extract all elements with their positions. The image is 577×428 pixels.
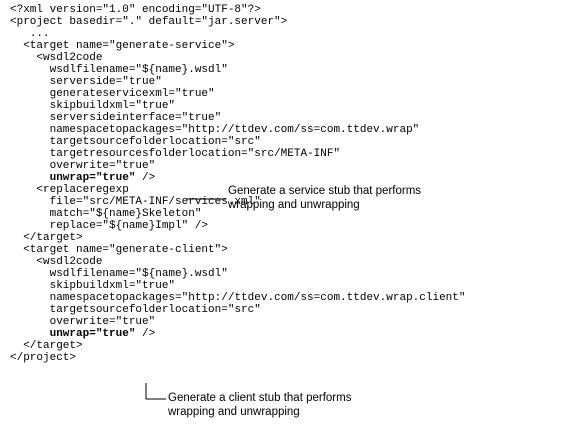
code-indent: [10, 340, 23, 352]
code-text: </target>: [23, 232, 83, 244]
code-line: <wsdl2code: [10, 52, 465, 64]
code-listing: <?xml version="1.0" encoding="UTF-8"?><p…: [10, 4, 465, 364]
code-indent: [10, 256, 36, 268]
code-indent: [10, 148, 50, 160]
code-indent: [10, 64, 50, 76]
code-text: serverside="true": [49, 76, 162, 88]
code-text: <wsdl2code: [36, 256, 103, 268]
code-indent: [10, 292, 50, 304]
code-indent: [10, 28, 30, 40]
code-indent: [10, 184, 36, 196]
code-line: unwrap="true" />: [10, 328, 465, 340]
code-text: namespacetopackages="http://ttdev.com/ss…: [49, 292, 466, 304]
code-text: targetsourcefolderlocation="src": [49, 304, 261, 316]
client-stub-callout: Generate a client stub that performs wra…: [168, 391, 351, 419]
code-text: targetresourcesfolderlocation="src/META-…: [49, 148, 341, 160]
code-indent: [10, 304, 50, 316]
code-line: namespacetopackages="http://ttdev.com/ss…: [10, 124, 465, 136]
code-line: serverside="true": [10, 76, 465, 88]
code-indent: [10, 88, 50, 100]
code-indent: [10, 232, 23, 244]
service-callout-line-1: Generate a service stub that performs: [228, 185, 422, 197]
code-text: <replaceregexp: [36, 184, 129, 196]
code-line: targetsourcefolderlocation="src": [10, 136, 465, 148]
code-text: targetsourcefolderlocation="src": [49, 136, 261, 148]
code-text: wsdlfilename="${name}.wsdl": [49, 268, 228, 280]
code-indent: [10, 172, 50, 184]
code-text: />: [135, 328, 156, 340]
code-indent: [10, 316, 50, 328]
code-line: namespacetopackages="http://ttdev.com/ss…: [10, 292, 466, 304]
code-line: </target>: [10, 232, 465, 244]
code-bold-attribute: unwrap="true": [49, 172, 136, 184]
code-line: replace="${name}Impl" />: [10, 220, 465, 232]
code-indent: [10, 196, 50, 208]
code-indent: [10, 268, 50, 280]
code-text: </project>: [10, 352, 77, 364]
code-line: <target name="generate-service">: [10, 40, 465, 52]
code-line: <target name="generate-client">: [10, 244, 465, 256]
code-text: <target name="generate-client">: [23, 244, 228, 256]
code-indent: [10, 220, 50, 232]
code-text: overwrite="true": [49, 160, 156, 172]
code-indent: [10, 244, 23, 256]
code-text: skipbuildxml="true": [49, 280, 176, 292]
code-line: overwrite="true": [10, 316, 465, 328]
code-text: <?xml version="1.0" encoding="UTF-8"?>: [10, 4, 261, 16]
code-text: namespacetopackages="http://ttdev.com/ss…: [49, 124, 420, 136]
code-line: generateservicexml="true": [10, 88, 465, 100]
code-line: <wsdl2code: [10, 256, 465, 268]
code-text: replace="${name}Impl" />: [49, 220, 209, 232]
code-line: wsdlfilename="${name}.wsdl": [10, 268, 465, 280]
code-line: serversideinterface="true": [10, 112, 465, 124]
code-line: skipbuildxml="true": [10, 280, 465, 292]
code-line: targetresourcesfolderlocation="src/META-…: [10, 148, 465, 160]
code-indent: [10, 280, 50, 292]
code-text: <wsdl2code: [36, 52, 103, 64]
code-line: <project basedir="." default="jar.server…: [10, 16, 465, 28]
code-text: overwrite="true": [49, 316, 156, 328]
service-callout-line-2: wrapping and unwrapping: [228, 199, 360, 211]
code-text: <target name="generate-service">: [23, 40, 235, 52]
code-line: match="${name}Skeleton": [10, 208, 465, 220]
code-text: </target>: [23, 340, 83, 352]
code-indent: [10, 136, 50, 148]
client-callout-line-1: Generate a client stub that performs: [168, 392, 352, 404]
code-line: </target>: [10, 340, 465, 352]
code-line: targetsourcefolderlocation="src": [10, 304, 465, 316]
code-line: </project>: [10, 352, 465, 364]
code-indent: [10, 112, 50, 124]
code-bold-attribute: unwrap="true": [49, 328, 136, 340]
code-indent: [10, 52, 36, 64]
code-line: ...: [10, 28, 465, 40]
code-text: />: [135, 172, 156, 184]
code-text: skipbuildxml="true": [49, 100, 176, 112]
code-line: <replaceregexp: [10, 184, 465, 196]
code-indent: [10, 124, 50, 136]
code-indent: [10, 76, 50, 88]
code-text: match="${name}Skeleton": [49, 208, 202, 220]
code-text: serversideinterface="true": [49, 112, 222, 124]
code-line: overwrite="true": [10, 160, 465, 172]
code-text: generateservicexml="true": [49, 88, 215, 100]
code-line: <?xml version="1.0" encoding="UTF-8"?>: [10, 4, 465, 16]
code-indent: [10, 100, 50, 112]
code-line: unwrap="true" />: [10, 172, 465, 184]
client-leader-line: [145, 383, 166, 400]
client-callout-line-2: wrapping and unwrapping: [168, 406, 300, 418]
code-text: <project basedir="." default="jar.server…: [10, 16, 288, 28]
code-line: wsdlfilename="${name}.wsdl": [10, 64, 465, 76]
code-text: ...: [29, 28, 50, 40]
service-stub-callout: Generate a service stub that performs wr…: [228, 184, 421, 212]
code-indent: [10, 208, 50, 220]
code-indent: [10, 40, 23, 52]
code-indent: [10, 160, 50, 172]
code-text: wsdlfilename="${name}.wsdl": [49, 64, 228, 76]
code-line: skipbuildxml="true": [10, 100, 465, 112]
code-indent: [10, 328, 50, 340]
